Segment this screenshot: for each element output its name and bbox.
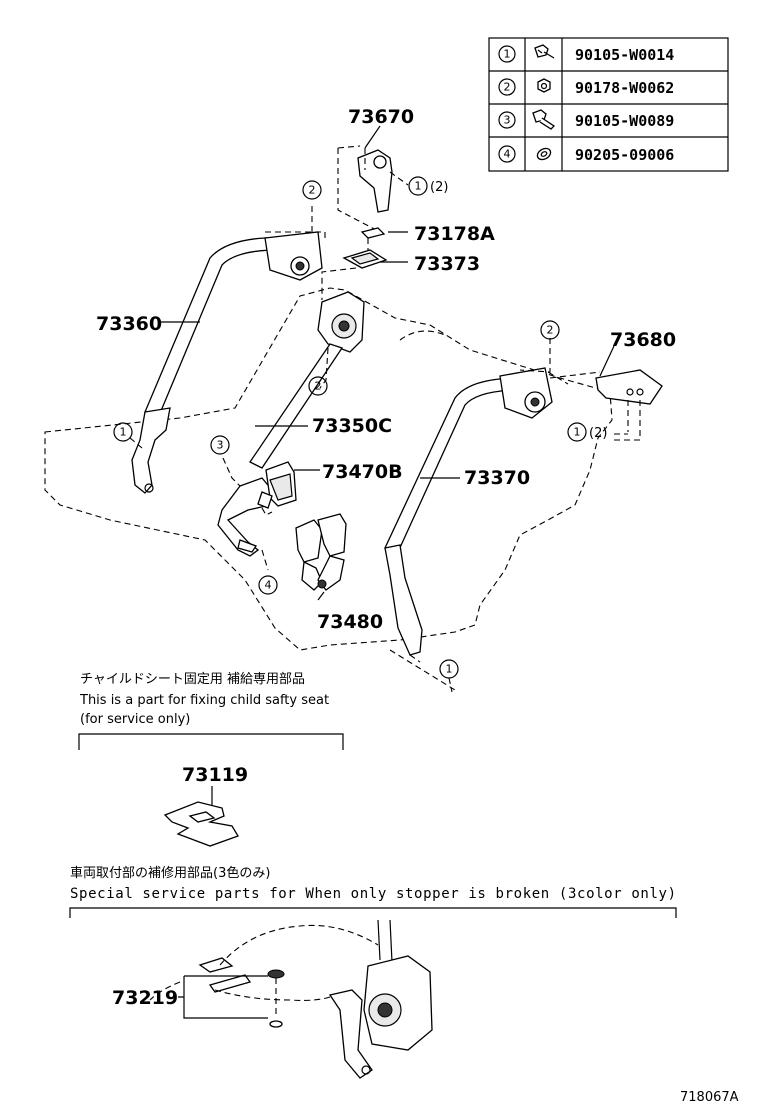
bolt-icon (534, 44, 555, 59)
callout-73670: 73670 (348, 106, 414, 128)
ref-mark-2: 2 (308, 376, 328, 396)
table-row: 3 90105-W0089 (498, 109, 674, 130)
table-part-number: 90178-W0062 (575, 79, 674, 97)
buckle-73480 (295, 513, 347, 591)
svg-text:4: 4 (265, 579, 272, 592)
fastener-table: 1 90105-W0014 2 90178-W0062 3 (488, 37, 729, 172)
svg-text:1: 1 (415, 180, 422, 193)
ref-mark-1: 1 (2) (567, 422, 628, 442)
child-seat-note-en: This is a part for fixing child safty se… (79, 693, 329, 708)
table-part-number: 90205-09006 (575, 146, 674, 164)
svg-text:2: 2 (309, 184, 316, 197)
callout-73350c: 73350C (312, 415, 392, 437)
ref-mark-2: 2 (540, 320, 560, 340)
table-row: 1 90105-W0014 (498, 44, 674, 64)
svg-text:2: 2 (547, 324, 554, 337)
svg-text:(2): (2) (589, 426, 607, 441)
table-ref: 3 (504, 114, 511, 127)
ref-mark-3: 3 (210, 435, 230, 455)
table-part-number: 90105-W0014 (575, 46, 674, 64)
svg-text:1: 1 (446, 663, 453, 676)
callout-73119: 73119 (182, 764, 248, 786)
table-part-number: 90105-W0089 (575, 112, 674, 130)
retractor-center (317, 291, 365, 353)
table-ref: 1 (504, 48, 511, 61)
ref-mark-1: 1 (113, 422, 143, 449)
stopper-detail (149, 919, 433, 1079)
callout-73373: 73373 (414, 253, 480, 275)
nut-icon (537, 78, 551, 93)
child-seat-note-en2: (for service only) (80, 712, 190, 727)
svg-text:3: 3 (217, 439, 224, 452)
buckle-73470b (257, 461, 297, 516)
retractor-left (264, 231, 323, 281)
ref-mark-1: 1 (2) (408, 176, 448, 196)
ref-mark-2: 2 (302, 180, 322, 200)
svg-text:1: 1 (574, 426, 581, 439)
child-seat-note-jp: チャイルドシート固定用 補給専用部品 (80, 672, 305, 687)
callout-73470b: 73470B (322, 461, 403, 483)
svg-text:(2): (2) (430, 180, 448, 195)
special-note-jp: 車両取付部の補修用部品(3色のみ) (70, 865, 270, 881)
retractor-detail (363, 955, 433, 1051)
belt-73360 (131, 206, 326, 494)
lower-anchor-center (217, 477, 273, 557)
bolt-icon (532, 109, 556, 130)
ref-marks: 2 1 (2) 2 2 1 (2) 1 3 (113, 176, 628, 693)
seat-outline (44, 287, 613, 691)
part-callouts: 73670 73178A 73373 73360 73680 73350C 73… (96, 106, 676, 633)
lower-anchor-left (131, 407, 171, 494)
svg-text:1: 1 (120, 426, 127, 439)
plate-73373 (342, 249, 388, 269)
callout-73219: 73219 (112, 987, 178, 1009)
callout-73680: 73680 (610, 329, 676, 351)
table-ref: 2 (504, 81, 511, 94)
plate-73178a (360, 227, 386, 239)
svg-text:2: 2 (315, 380, 322, 393)
retractor-right (499, 367, 553, 419)
leader-lines (160, 125, 615, 601)
bracket-73119 (163, 801, 239, 847)
callout-73480: 73480 (317, 611, 383, 633)
special-note-en: Special service parts for When only stop… (70, 886, 676, 902)
table-row: 4 90205-09006 (498, 145, 674, 164)
callout-73370: 73370 (464, 467, 530, 489)
bracket-73670 (337, 145, 409, 233)
callout-73178a: 73178A (414, 223, 495, 245)
belt-73350c (217, 291, 365, 571)
washer-icon (536, 147, 552, 161)
child-seat-section: チャイルドシート固定用 補給専用部品 This is a part for fi… (78, 672, 344, 847)
stopper-pin (267, 969, 285, 1028)
special-service-section: 車両取付部の補修用部品(3色のみ) Special service parts … (69, 865, 677, 1079)
illustration-id: 718067A (680, 1090, 739, 1105)
belt-73370 (384, 338, 569, 663)
table-row: 2 90178-W0062 (498, 78, 674, 97)
lower-anchor-right (384, 544, 423, 663)
ref-mark-1: 1 (439, 659, 459, 693)
ref-mark-4: 4 (258, 575, 278, 595)
table-ref: 4 (504, 148, 511, 161)
callout-73360: 73360 (96, 313, 162, 335)
bracket-73680 (549, 369, 663, 441)
